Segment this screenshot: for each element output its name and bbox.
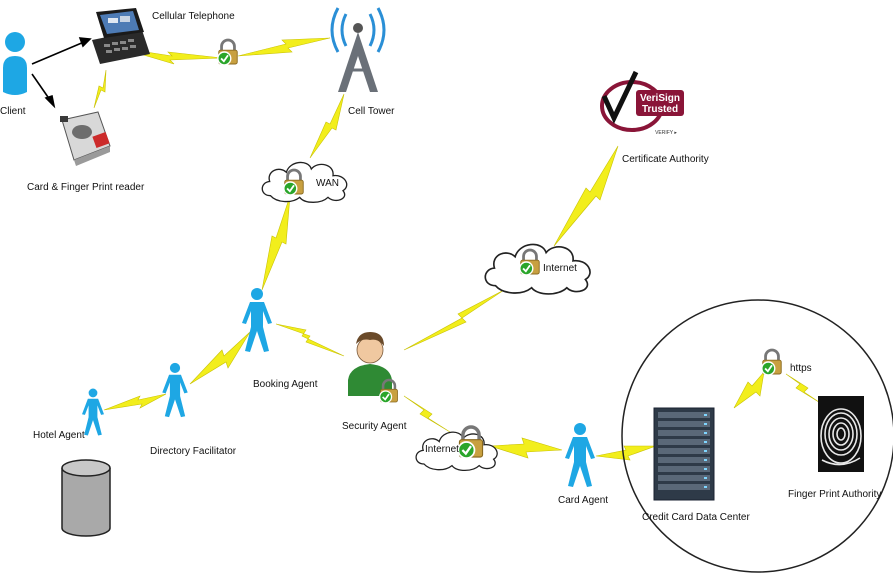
- verisign-line2: Trusted: [642, 104, 678, 115]
- bolt-internet-card: [489, 437, 563, 459]
- verisign-line1: VeriSign: [640, 93, 680, 104]
- client-label: Client: [0, 106, 26, 117]
- bolt-datacenter-https: [733, 370, 765, 409]
- security-agent-icon: [348, 332, 399, 404]
- bolt-directory-hotel: [103, 393, 167, 411]
- bolt-https-fingerprint: [785, 373, 823, 405]
- verisign-seal-logo: VeriSign Trusted VERIFY ▸: [600, 70, 684, 136]
- verisign-line3: VERIFY ▸: [655, 130, 677, 136]
- client-arrows: [31, 37, 92, 109]
- card-agent-icon: [565, 423, 595, 487]
- server-rack-icon: [653, 407, 715, 501]
- hotel-agent-icon: [82, 388, 104, 436]
- booking-agent-icon: [242, 288, 272, 352]
- finger-print-authority-label: Finger Print Authority: [788, 489, 881, 500]
- bolt-wan-booking: [261, 195, 291, 291]
- fingerprint-image-icon: [818, 396, 864, 472]
- client-person-icon: [3, 32, 27, 95]
- wan-label: WAN: [316, 178, 339, 189]
- https-label: https: [790, 363, 812, 374]
- bolt-phone-reader: [93, 69, 107, 109]
- bolt-lock-tower: [237, 37, 331, 57]
- bolt-security-internet: [403, 395, 451, 433]
- lock-https-icon: [760, 348, 783, 376]
- bolt-booking-security: [275, 323, 345, 357]
- bolt-tower-wan: [309, 93, 345, 159]
- internet-bottom-label: Internet: [425, 444, 459, 455]
- bolt-ca-internet: [553, 145, 619, 247]
- credit-card-security-domain-circle: [621, 299, 893, 573]
- bolt-booking-directory: [189, 331, 251, 385]
- card-agent-label: Card Agent: [558, 495, 608, 506]
- bolt-card-datacenter: [595, 445, 657, 461]
- credit-card-data-center-label: Credit Card Data Center: [642, 512, 750, 523]
- certificate-authority-label: Certificate Authority: [622, 154, 709, 165]
- card-reader-label: Card & Finger Print reader: [27, 182, 145, 193]
- booking-agent-label: Booking Agent: [253, 379, 318, 390]
- directory-facilitator-label: Directory Facilitator: [150, 446, 237, 457]
- directory-facilitator-icon: [162, 362, 188, 418]
- card-reader-icon: [60, 111, 111, 166]
- lock-internet-bottom-icon: [456, 425, 485, 460]
- cell-tower-icon: [330, 7, 386, 92]
- hotel-agent-label: Hotel Agent: [33, 430, 85, 441]
- bolt-internet-security: [403, 289, 505, 351]
- lock-phone-tower-icon: [216, 38, 239, 66]
- security-agent-label: Security Agent: [342, 421, 407, 432]
- cellular-phone-icon: [92, 8, 150, 64]
- connections: [93, 37, 823, 461]
- database-cylinder-icon: [61, 459, 111, 537]
- cell-tower-label: Cell Tower: [348, 106, 395, 117]
- cellular-telephone-label: Cellular Telephone: [152, 11, 235, 22]
- internet-top-label: Internet: [543, 263, 577, 274]
